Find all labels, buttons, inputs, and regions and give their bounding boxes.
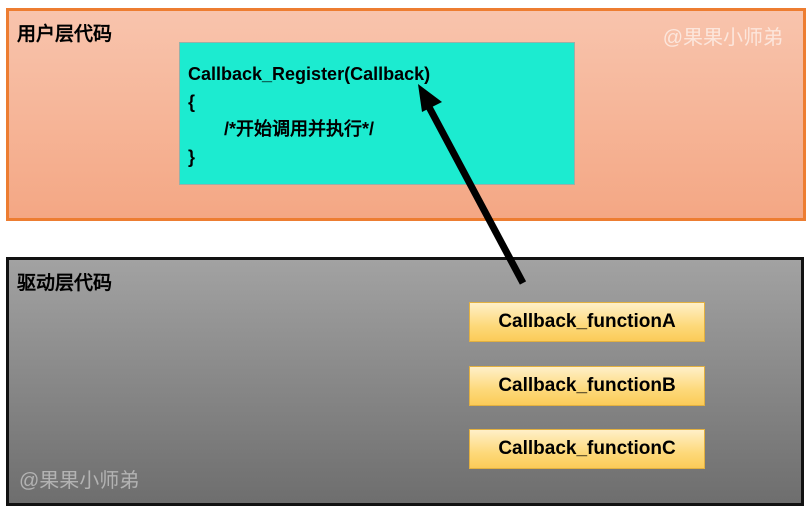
driver-layer-watermark: @果果小师弟 (19, 470, 140, 492)
code-line-signature: Callback_Register(Callback) (188, 64, 431, 84)
callback-function-b-box: Callback_functionB (469, 366, 705, 406)
user-layer-title: 用户层代码 (17, 24, 113, 45)
code-line-comment: /*开始调用并执行*/ (224, 119, 375, 139)
code-line-open-brace: { (188, 91, 196, 112)
callback-function-a-box: Callback_functionA (469, 302, 705, 342)
driver-layer-title: 驱动层代码 (17, 273, 113, 294)
code-line-close-brace: } (188, 146, 196, 167)
callback-function-c-box: Callback_functionC (469, 429, 705, 469)
user-layer-watermark: @果果小师弟 (662, 27, 783, 49)
callback-register-code-box: Callback_Register(Callback) { /*开始调用并执行*… (179, 42, 575, 185)
